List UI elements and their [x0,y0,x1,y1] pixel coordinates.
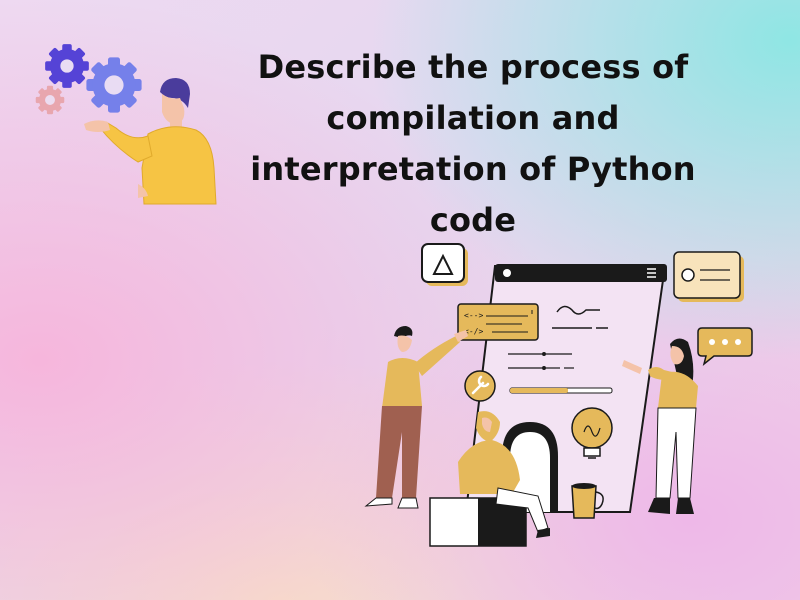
standing-woman [622,338,698,514]
page-title: Describe the process of compilation and … [250,48,696,239]
chat-bubble-icon [697,327,753,366]
standing-man [364,326,468,509]
avatar-icon [681,268,695,282]
hamburger-icon [647,268,656,278]
gear-blue-icon [86,57,142,113]
code-open-label: <--> [464,311,483,320]
gears-illustration [35,44,217,205]
coffee-cup-icon [571,483,604,519]
gear-pink-icon [35,85,65,115]
gear-purple-icon [45,44,89,88]
progress-fill [510,388,568,393]
sitting-person [429,411,558,547]
window-dot-icon [503,269,511,277]
profile-card [673,251,744,302]
lightbulb-icon [571,407,613,459]
team-illustration: <--> <-/> [364,243,753,547]
alert-card [421,243,468,286]
code-close-label: <-/> [464,327,483,336]
warning-triangle-icon [432,253,454,275]
wrench-icon [464,370,496,402]
presenting-man [84,78,217,205]
code-card: <--> <-/> [457,303,539,341]
